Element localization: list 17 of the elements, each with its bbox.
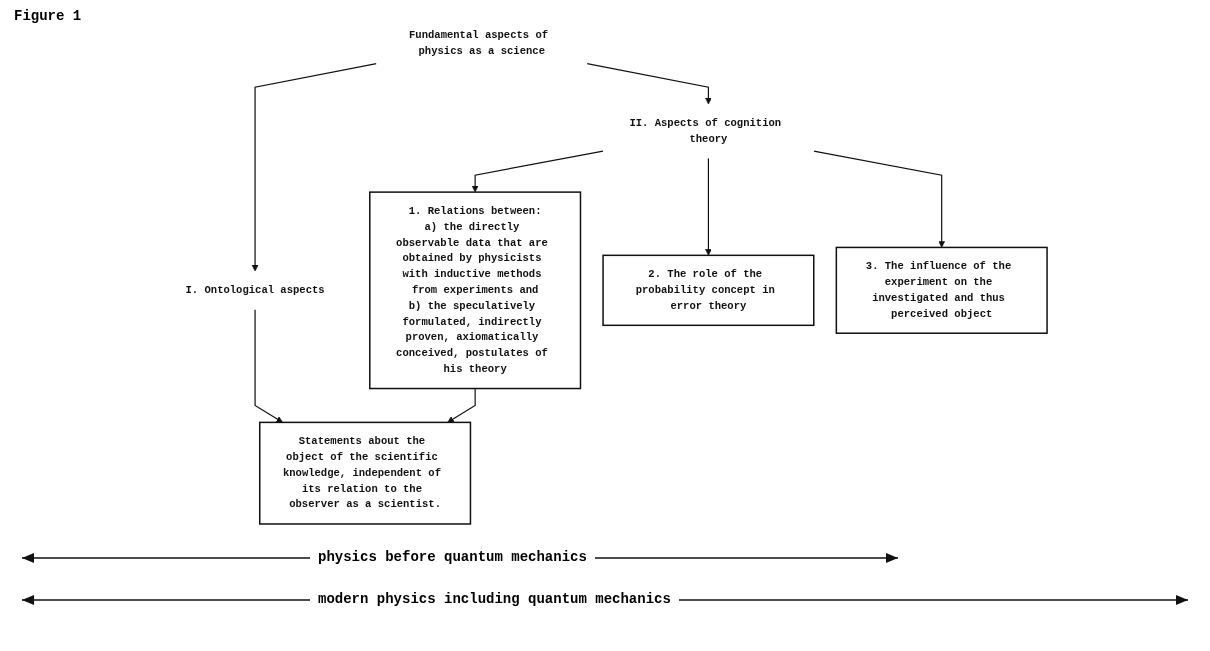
node-text: II. Aspects of cognition theory (629, 116, 782, 145)
figure-label: Figure 1 (14, 8, 82, 24)
node-box: 2. The role of the probability concept in error theory (602, 254, 815, 327)
range-label: modern physics including quantum mechanics (310, 591, 679, 607)
arrow (251, 62, 377, 272)
node-box: 1. Relations between: a) the directly observable data that are obtained by physicists with inductive methods from experiments and b) the speculatively formulated, indirectly proven, axiomatically conceived, postulates of his theory (369, 191, 582, 390)
arrow (471, 150, 604, 193)
range-label: physics before quantum mechanics (310, 549, 595, 565)
arrow (586, 62, 712, 105)
arrow (813, 150, 945, 248)
node-box: Statements about the object of the scientific knowledge, independent of its relation to the observer as a scientist. (259, 421, 472, 525)
node-text: I. Ontological aspects (185, 283, 325, 296)
node-box: 3. The influence of the experiment on the investigated and thus perceived object (835, 246, 1048, 334)
arrow (705, 157, 712, 256)
arrow (254, 308, 283, 423)
arrow (447, 387, 476, 423)
node-text: Fundamental aspects of physics as a science (409, 28, 549, 57)
